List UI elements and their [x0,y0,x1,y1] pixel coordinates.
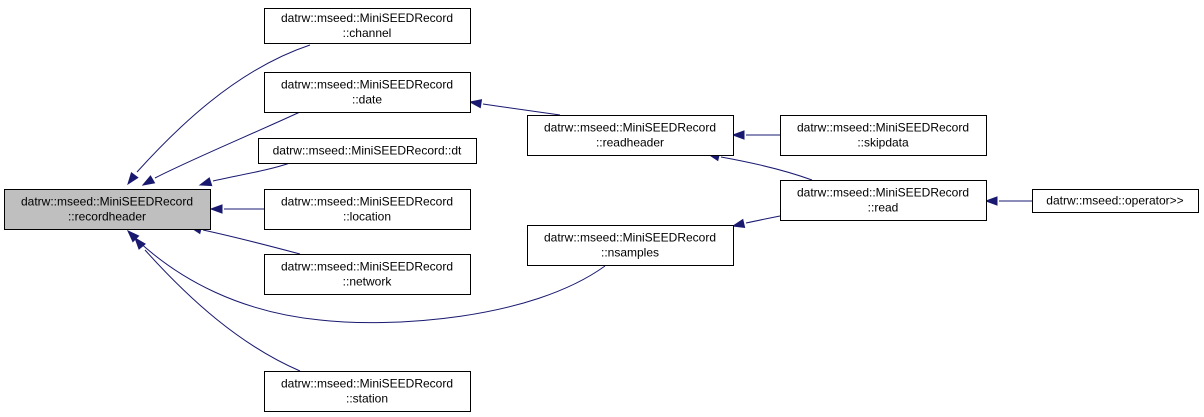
edge-line [212,162,291,182]
edge-line [154,111,301,179]
node-date[interactable]: datrw::mseed::MiniSEEDRecord::date [264,72,471,113]
node-network[interactable]: datrw::mseed::MiniSEEDRecord::network [264,254,471,295]
node-label-line: ::readheader [596,136,664,150]
node-box [1032,189,1199,213]
arrowhead-icon [198,177,213,187]
node-box [264,254,471,295]
node-location[interactable]: datrw::mseed::MiniSEEDRecord::location [264,189,471,230]
arrowhead-icon [141,175,156,186]
node-label-line: ::station [346,392,388,406]
node-box [258,138,477,164]
arrowhead-icon [127,171,139,186]
node-box [527,225,734,266]
node-label-line: datrw::mseed::MiniSEEDRecord [281,260,453,274]
node-box [264,8,471,44]
node-box [264,371,471,412]
edge-line [202,229,301,255]
node-label-line: datrw::mseed::MiniSEEDRecord [281,195,453,209]
edge-line [136,44,311,173]
node-readheader[interactable]: datrw::mseed::MiniSEEDRecord::readheader [527,115,734,156]
arrowhead-icon [134,236,146,250]
edge-readheader-to-date [468,99,561,116]
node-label-line: datrw::mseed::MiniSEEDRecord [281,11,453,25]
node-label-line: datrw::mseed::MiniSEEDRecord [797,186,969,200]
edge-line [745,215,781,224]
node-label-line: ::skipdata [857,136,909,150]
node-label-line: ::network [343,275,393,289]
node-box [780,115,987,156]
node-box [4,189,211,230]
node-label-line: datrw::mseed::MiniSEEDRecord [544,231,716,245]
arrowhead-icon [984,196,998,206]
node-label-line: ::channel [343,26,392,40]
node-label-line: datrw::mseed::operator>> [1046,194,1183,208]
node-operator[interactable]: datrw::mseed::operator>> [1032,189,1199,213]
node-label-line: datrw::mseed::MiniSEEDRecord [544,121,716,135]
node-nsamples[interactable]: datrw::mseed::MiniSEEDRecord::nsamples [527,225,734,266]
edge-read-to-nsamples [731,215,781,228]
edge-line [144,249,301,372]
edge-skipdata-to-readheader [731,130,780,140]
edge-dt-to-recordheader [198,162,291,187]
node-label-line: datrw::mseed::MiniSEEDRecord::dt [273,144,462,158]
node-dt[interactable]: datrw::mseed::MiniSEEDRecord::dt [258,138,477,164]
node-box [264,189,471,230]
arrowhead-icon [209,204,223,214]
edge-location-to-recordheader [209,204,264,214]
node-label-line: ::location [343,210,391,224]
edge-operator-to-read [984,196,1032,206]
node-station[interactable]: datrw::mseed::MiniSEEDRecord::station [264,371,471,412]
edge-read-to-readheader [706,152,813,181]
nodes-layer: datrw::mseed::MiniSEEDRecord::recordhead… [4,8,1199,412]
node-label-line: datrw::mseed::MiniSEEDRecord [797,121,969,135]
node-label-line: ::date [352,93,382,107]
node-label-line: ::recordheader [68,210,146,224]
edge-line [482,103,561,116]
node-label-line: ::nsamples [601,246,659,260]
edge-station-to-recordheader [134,236,301,372]
node-skipdata[interactable]: datrw::mseed::MiniSEEDRecord::skipdata [780,115,987,156]
node-box [264,72,471,113]
node-read[interactable]: datrw::mseed::MiniSEEDRecord::read [780,180,987,221]
node-label-line: datrw::mseed::MiniSEEDRecord [281,78,453,92]
arrowhead-icon [731,218,746,228]
node-recordheader[interactable]: datrw::mseed::MiniSEEDRecord::recordhead… [4,189,211,230]
arrowhead-icon [468,99,483,109]
edge-date-to-recordheader [141,111,301,186]
edge-line [136,239,606,324]
node-label-line: datrw::mseed::MiniSEEDRecord [21,195,193,209]
node-box [780,180,987,221]
node-channel[interactable]: datrw::mseed::MiniSEEDRecord::channel [264,8,471,44]
edge-channel-to-recordheader [127,44,311,186]
node-label-line: ::read [868,201,899,215]
edge-line [720,156,813,181]
arrowhead-icon [731,130,745,140]
node-label-line: datrw::mseed::MiniSEEDRecord [281,377,453,391]
node-box [527,115,734,156]
